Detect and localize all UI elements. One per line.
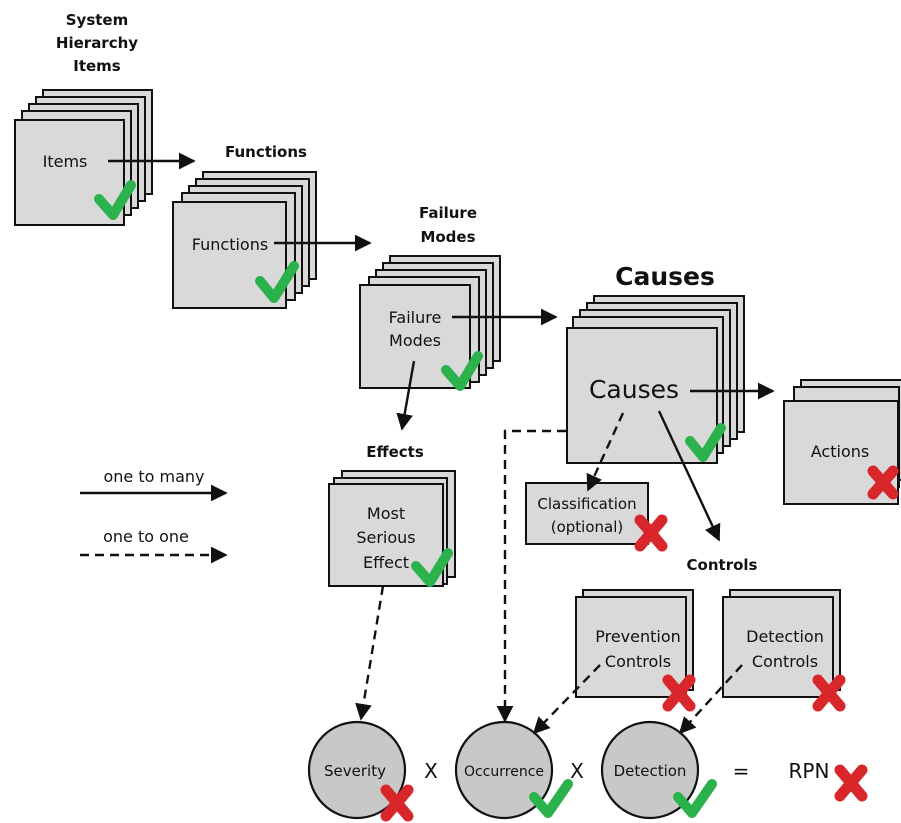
legend-one-to-many-label: one to many [103, 467, 204, 486]
heading-system-hierarchy-2: Hierarchy [56, 34, 138, 52]
rpn-label: RPN [789, 759, 830, 783]
functions-label: Functions [192, 235, 268, 254]
arrow-causes-to-occurrence [496, 429, 566, 723]
arrow-effect-to-severity [355, 585, 385, 721]
arrow-prevention-to-occurrence [532, 664, 601, 735]
rpn-cross-icon [834, 764, 868, 802]
classification-label-1: Classification [537, 495, 636, 513]
classification-box [525, 482, 649, 545]
equals-sign: = [733, 759, 750, 783]
prevention-controls-label-2: Controls [605, 652, 671, 671]
severity-cross-icon [380, 784, 414, 822]
connectors [108, 152, 775, 735]
actions-label: Actions [811, 442, 869, 461]
effect-label-3: Effect [363, 553, 409, 572]
arrow-failure-modes-to-effects [396, 360, 416, 431]
functions-stack: Functions [172, 171, 317, 309]
detection-controls-stack: Detection Controls [722, 589, 846, 712]
failure-modes-label-2: Modes [389, 331, 441, 350]
detection-controls-label-1: Detection [746, 627, 824, 646]
failure-modes-label-1: Failure [389, 308, 442, 327]
effect-label-2: Serious [356, 528, 415, 547]
prevention-controls-stack: Prevention Controls [575, 589, 696, 712]
causes-stack: Causes [566, 295, 745, 464]
effect-check-icon [411, 548, 453, 587]
causes-label: Causes [589, 375, 679, 404]
detection-controls-cross-icon [812, 674, 846, 712]
legend: one to many one to one [80, 467, 228, 564]
arrow-causes-to-controls [657, 410, 721, 542]
detection-label: Detection [614, 762, 687, 780]
severity-rating: Severity [307, 720, 414, 822]
multiply-sign-1: X [424, 759, 438, 783]
severity-circle [307, 720, 407, 820]
heading-system-hierarchy-3: Items [73, 57, 121, 75]
detection-controls-label-2: Controls [752, 652, 818, 671]
actions-box [783, 400, 899, 505]
failure-modes-stack: Failure Modes [359, 255, 501, 391]
classification-group: Classification (optional) [525, 482, 668, 552]
heading-failure-modes-2: Modes [420, 228, 475, 246]
multiply-sign-2: X [570, 759, 584, 783]
effect-label-1: Most [367, 504, 405, 523]
detection-check-icon [673, 779, 717, 818]
prevention-controls-cross-icon [662, 674, 696, 712]
items-label: Items [43, 152, 88, 171]
occurrence-rating: Occurrence [454, 720, 573, 820]
severity-label: Severity [324, 762, 386, 780]
arrow-detection-controls-to-detection [678, 664, 743, 735]
heading-functions: Functions [225, 143, 307, 161]
detection-rating: Detection [600, 720, 717, 820]
heading-causes: Causes [615, 262, 715, 291]
functions-check-icon [255, 261, 299, 303]
legend-one-to-one-label: one to one [103, 527, 189, 546]
items-check-icon [94, 180, 136, 220]
actions-stack: Actions [783, 379, 901, 505]
effects-stack: Most Serious Effect [328, 470, 456, 587]
heading-failure-modes-1: Failure [419, 204, 477, 222]
causes-check-icon [685, 423, 726, 462]
failure-modes-check-icon [441, 351, 483, 391]
occurrence-check-icon [529, 779, 573, 818]
heading-system-hierarchy-1: System [66, 11, 128, 29]
actions-cross-icon [867, 465, 899, 500]
heading-controls: Controls [687, 556, 758, 574]
classification-cross-icon [634, 514, 668, 552]
occurrence-label: Occurrence [464, 764, 544, 780]
items-stack: Items [14, 89, 153, 226]
classification-label-2: (optional) [551, 518, 624, 536]
prevention-controls-label-1: Prevention [595, 627, 681, 646]
heading-effects: Effects [366, 443, 424, 461]
